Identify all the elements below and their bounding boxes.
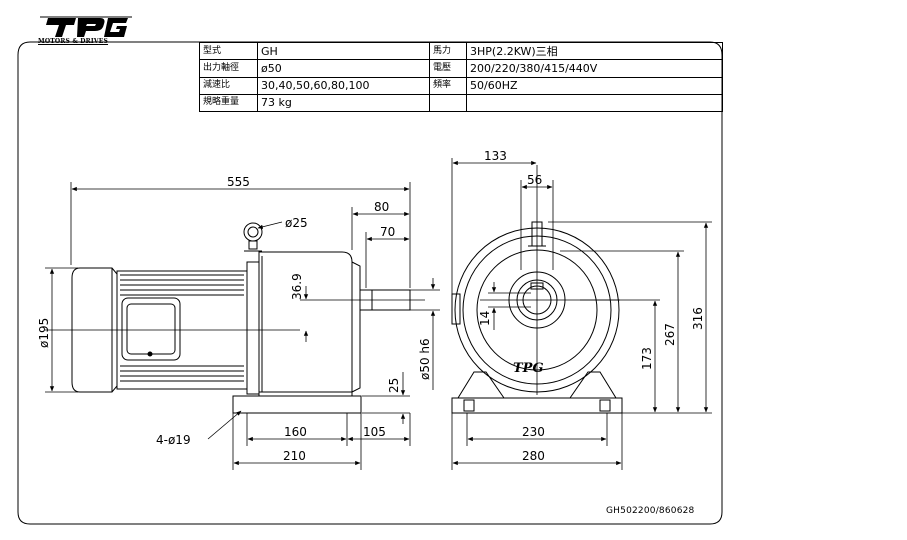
dim-14: 14 bbox=[478, 311, 492, 326]
side-centerlines bbox=[45, 299, 425, 331]
dim-eyebolt: ø25 bbox=[285, 216, 308, 230]
dim-holes: 4-ø19 bbox=[156, 433, 191, 447]
tpg-logo bbox=[40, 16, 132, 37]
drawing-frame bbox=[17, 41, 723, 525]
side-view bbox=[71, 222, 411, 414]
spec-label: 電壓 bbox=[429, 59, 467, 78]
dim-133: 133 bbox=[484, 149, 507, 163]
document-number: GH502200/860628 bbox=[606, 506, 695, 516]
spec-row: 出力軸徑 ø50 電壓 200/220/380/415/440V bbox=[199, 59, 723, 78]
dimension-labels: 555 80 70 ø25 36.9 ø195 ø50 h6 25 160 10… bbox=[37, 149, 705, 463]
side-dimensions bbox=[45, 182, 440, 470]
dim-195: ø195 bbox=[37, 318, 51, 348]
dim-280: 280 bbox=[522, 449, 545, 463]
spec-label: 型式 bbox=[199, 41, 258, 61]
spec-label: 馬力 bbox=[429, 41, 467, 61]
spec-label: 頻率 bbox=[429, 76, 467, 95]
dim-80: 80 bbox=[374, 200, 389, 214]
dim-70: 70 bbox=[380, 225, 395, 239]
spec-value: 73 kg bbox=[257, 93, 430, 113]
spec-value: 50/60HZ bbox=[466, 76, 723, 95]
spec-label: 出力軸徑 bbox=[199, 59, 258, 78]
spec-value: 30,40,50,60,80,100 bbox=[257, 76, 430, 95]
brand-subtitle: MOTORS & DRIVES bbox=[38, 38, 109, 45]
spec-label: 減速比 bbox=[199, 76, 258, 95]
dim-173: 173 bbox=[640, 347, 654, 370]
dim-105: 105 bbox=[363, 425, 386, 439]
dim-316: 316 bbox=[691, 307, 705, 330]
spec-value: ø50 bbox=[257, 59, 430, 78]
dim-210: 210 bbox=[283, 449, 306, 463]
spec-row: 型式 GH 馬力 3HP(2.2KW)三相 bbox=[199, 41, 723, 61]
spec-row: 規略重量 73 kg bbox=[199, 93, 723, 113]
dim-555: 555 bbox=[227, 175, 250, 189]
front-dimensions bbox=[451, 158, 712, 470]
spec-label bbox=[429, 93, 467, 113]
spec-value bbox=[466, 93, 723, 113]
front-centerlines bbox=[480, 165, 620, 395]
spec-value: GH bbox=[257, 41, 430, 61]
dim-36-9: 36.9 bbox=[290, 273, 304, 300]
dim-25: 25 bbox=[387, 378, 401, 393]
spec-value: 3HP(2.2KW)三相 bbox=[466, 41, 723, 61]
svg-text:TPG: TPG bbox=[513, 361, 544, 376]
spec-value: 200/220/380/415/440V bbox=[466, 59, 723, 78]
dim-160: 160 bbox=[284, 425, 307, 439]
dim-230: 230 bbox=[522, 425, 545, 439]
spec-table: 型式 GH 馬力 3HP(2.2KW)三相 出力軸徑 ø50 電壓 200/22… bbox=[199, 41, 723, 113]
dim-50h6: ø50 h6 bbox=[418, 338, 432, 380]
spec-label: 規略重量 bbox=[199, 93, 258, 113]
dim-56: 56 bbox=[527, 173, 542, 187]
spec-row: 減速比 30,40,50,60,80,100 頻率 50/60HZ bbox=[199, 76, 723, 95]
dim-267: 267 bbox=[663, 323, 677, 346]
